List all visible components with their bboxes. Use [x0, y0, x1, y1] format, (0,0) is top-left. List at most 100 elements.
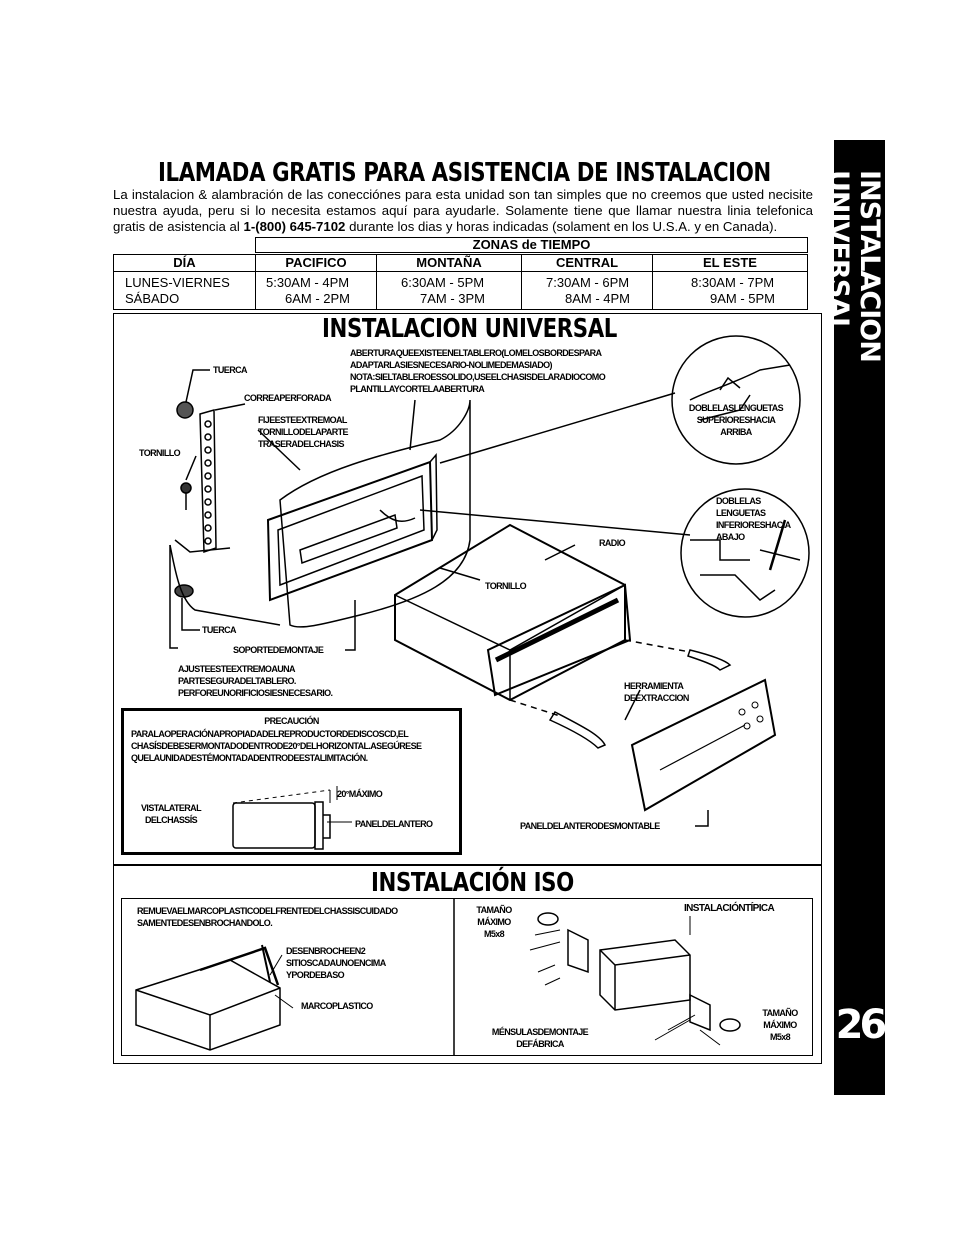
label-line: INFERIORESHACIA [716, 520, 791, 530]
label-tornillo-left: TORNILLO [139, 448, 181, 458]
label-line: REMUEVAELMARCOPLASTICODELFRENTEDELCHASSI… [137, 906, 398, 916]
label-marco-plastico: MARCOPLASTICO [301, 1001, 373, 1011]
label-abertura: ABERTURAQUEEXISTEENELTABLERO(LOMELOSBORD… [350, 347, 606, 395]
day-weekday: LUNES-VIERNES [125, 275, 230, 290]
label-line: ADAPTARLASIESNECESARIO-NOLIMEDEMASIADO) [350, 360, 553, 370]
zones-table: DÍA LUNES-VIERNES SÁBADO PACIFICO 5:30AM… [113, 254, 808, 310]
caution-title: PRECAUCIÓN [264, 716, 319, 726]
zone-hours: 7:30AM - 6PM 8AM - 4PM [522, 272, 652, 307]
label-line: YPORDEBASO [286, 970, 345, 980]
zone-weekday-hours: 7:30AM - 6PM [546, 275, 630, 290]
label-radio: RADIO [599, 538, 626, 548]
iso-box [121, 898, 813, 1056]
zone-column-pacifico: PACIFICO 5:30AM - 4PM 6AM - 2PM [256, 255, 377, 309]
label-remueva: REMUEVAELMARCOPLASTICODELFRENTEDELCHASSI… [137, 905, 398, 929]
label-line: DELCHASSÍS [144, 815, 198, 825]
zone-column-montana: MONTAÑA 6:30AM - 5PM 7AM - 3PM [377, 255, 522, 309]
day-header: DÍA [114, 255, 255, 272]
label-herramienta: HERRAMIENTA DEEXTRACCION [624, 680, 689, 704]
label-line: SAMENTEDESENBROCHANDOLO. [137, 918, 273, 928]
zone-column-este: EL ESTE 8:30AM - 7PM 9AM - 5PM [653, 255, 807, 309]
phone-number: 1-(800) 645-7102 [243, 219, 346, 234]
label-mensulas: MÉNSULASDEMONTAJE DEFÁBRICA [485, 1026, 595, 1050]
intro-text-2: durante los dias y horas indicadas (sola… [345, 219, 778, 234]
label-line: NOTA:SIELTABLEROESSOLIDO,USEELCHASISDELA… [350, 372, 606, 382]
iso-title: INSTALACIÓN ISO [371, 868, 574, 898]
label-tuerca-top: TUERCA [213, 365, 248, 375]
day-saturday: SÁBADO [125, 291, 180, 306]
label-line: TAMAÑO [762, 1008, 798, 1018]
caution-line: CHASÍSDEBESERMONTADODENTRODE20°DELHORIZO… [131, 741, 422, 751]
label-doble-inferiores: DOBLELAS LENGUETAS INFERIORESHACIA ABAJO [716, 495, 791, 543]
side-tab: INSTALACION UNIVERSAL 26 [823, 140, 888, 1095]
label-instalacion-tipica: INSTALACIÓNTÍPICA [684, 903, 775, 914]
zone-weekday-hours: 5:30AM - 4PM [266, 275, 350, 290]
label-line: M5x8 [483, 929, 505, 939]
label-tamano-left: TAMAÑO MÁXIMO M5x8 [474, 904, 514, 940]
label-tornillo-mid: TORNILLO [485, 581, 527, 591]
zone-saturday-hours: 8AM - 4PM [565, 291, 631, 306]
label-panel-desmontable: PANELDELANTERODESMONTABLE [520, 821, 660, 831]
zones-title: ZONAS de TIEMPO [255, 237, 808, 253]
zone-header: CENTRAL [522, 255, 652, 272]
page-number: 26 [835, 1002, 888, 1048]
label-line: TRASERADELCHASIS [258, 439, 345, 449]
label-line: DESENBROCHEEN2 [286, 946, 366, 956]
label-line: AJUSTEESTEEXTREMOAUNA [178, 664, 296, 674]
zone-hours: 8:30AM - 7PM 9AM - 5PM [653, 272, 807, 307]
label-line: M5x8 [769, 1032, 791, 1042]
label-line: FIJEESTEEXTREMOAL [258, 415, 347, 425]
zone-saturday-hours: 9AM - 5PM [710, 291, 776, 306]
label-line: ABERTURAQUEEXISTEENELTABLERO(LOMELOSBORD… [350, 348, 602, 358]
label-vista-lateral: VISTALATERAL DELCHASSÍS [136, 802, 206, 826]
label-line: SITIOSCADAUNOENCIMA [286, 958, 386, 968]
page-title: ILAMADA GRATIS PARA ASISTENCIA DE INSTAL… [158, 158, 771, 188]
universal-installation-panel [113, 313, 822, 865]
side-tab-title: INSTALACION UNIVERSAL [823, 170, 885, 362]
zone-hours: 5:30AM - 4PM 6AM - 2PM [256, 272, 376, 307]
label-line: MÁXIMO [763, 1020, 797, 1030]
label-line: PLANTILLAYCORTELAABERTURA [350, 384, 485, 394]
label-tuerca-bottom: TUERCA [202, 625, 237, 635]
label-line: TAMAÑO [476, 905, 512, 915]
universal-title: INSTALACION UNIVERSAL [322, 314, 617, 344]
label-panel-delantero: PANELDELANTERO [355, 819, 433, 829]
label-tamano-right: TAMAÑO MÁXIMO M5x8 [760, 1007, 800, 1043]
label-line: ABAJO [716, 532, 745, 542]
label-soporte: SOPORTEDEMONTAJE [233, 645, 324, 655]
label-line: DEEXTRACCION [624, 693, 689, 703]
zone-weekday-hours: 8:30AM - 7PM [691, 275, 775, 290]
label-line: VISTALATERAL [141, 803, 202, 813]
zone-header: MONTAÑA [377, 255, 521, 272]
zone-column-central: CENTRAL 7:30AM - 6PM 8AM - 4PM [522, 255, 653, 309]
label-line: DOBLELASLENGUETAS [688, 403, 784, 413]
caution-box [121, 708, 462, 855]
label-line: SUPERIORESHACIA [696, 415, 776, 425]
caution-line: PARALAOPERACIÓNAPROPIADADELREPRODUCTORDE… [131, 729, 409, 739]
zone-weekday-hours: 6:30AM - 5PM [401, 275, 485, 290]
caution-text: PARALAOPERACIÓNAPROPIADADELREPRODUCTORDE… [131, 728, 422, 764]
label-line: MÁXIMO [477, 917, 511, 927]
label-line: TORNILLODELAPARTE [258, 427, 349, 437]
intro-text-1: La instalacion & alambración de las cone… [113, 187, 813, 234]
zone-saturday-hours: 6AM - 2PM [285, 291, 351, 306]
zone-hours: 6:30AM - 5PM 7AM - 3PM [377, 272, 521, 307]
day-column: DÍA LUNES-VIERNES SÁBADO [114, 255, 256, 309]
iso-installation-panel [113, 865, 822, 1064]
label-line: PARTESEGURADELTABLERO. [178, 676, 296, 686]
label-line: MÉNSULASDEMONTAJE [491, 1027, 589, 1037]
label-line: ARRIBA [720, 427, 752, 437]
label-correa: CORREAPERFORADA [244, 393, 332, 403]
zone-header: EL ESTE [653, 255, 807, 272]
caution-line: QUELAUNIDADESTÉMONTADADENTRODEESTALIMITA… [131, 753, 368, 763]
zone-header: PACIFICO [256, 255, 376, 272]
label-line: HERRAMIENTA [624, 681, 684, 691]
label-desenbroche: DESENBROCHEEN2 SITIOSCADAUNOENCIMA YPORD… [286, 945, 386, 981]
intro-paragraph: La instalacion & alambración de las cone… [113, 187, 813, 235]
label-fije: FIJEESTEEXTREMOAL TORNILLODELAPARTE TRAS… [258, 414, 349, 450]
label-line: PERFOREUNORIFICIOSIESNECESARIO. [178, 688, 333, 698]
label-doble-superiores: DOBLELASLENGUETAS SUPERIORESHACIA ARRIBA [681, 402, 791, 438]
label-line: DEFÁBRICA [516, 1039, 564, 1049]
zone-saturday-hours: 7AM - 3PM [420, 291, 486, 306]
label-line: LENGUETAS [716, 508, 766, 518]
